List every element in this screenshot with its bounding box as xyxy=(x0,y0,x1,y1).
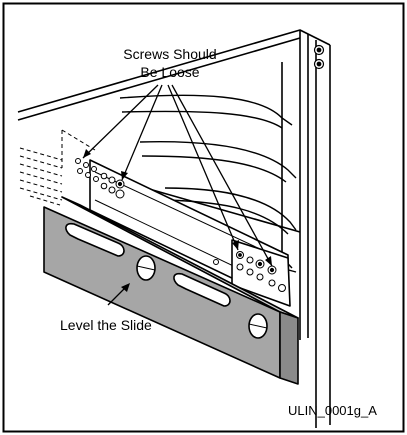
callout-arrows xyxy=(82,84,273,306)
level-end-cap xyxy=(279,311,299,385)
bubble-level xyxy=(43,196,299,385)
rack-screws-top xyxy=(313,44,325,70)
level-cutout-left xyxy=(65,222,125,257)
callout-arrowheads xyxy=(83,149,272,292)
slide-extension-dashed xyxy=(19,129,96,206)
slide-bracket-screws-left xyxy=(75,158,125,199)
level-cutout-right xyxy=(173,272,231,307)
callout-level-label: Level the Slide xyxy=(60,317,152,333)
callout-screws-line2: Be Loose xyxy=(140,64,199,80)
slide-bracket-screws-right xyxy=(213,251,286,292)
callout-screws-line1: Screws Should xyxy=(123,46,216,62)
figure-id: ULIN_0001g_A xyxy=(288,403,377,418)
